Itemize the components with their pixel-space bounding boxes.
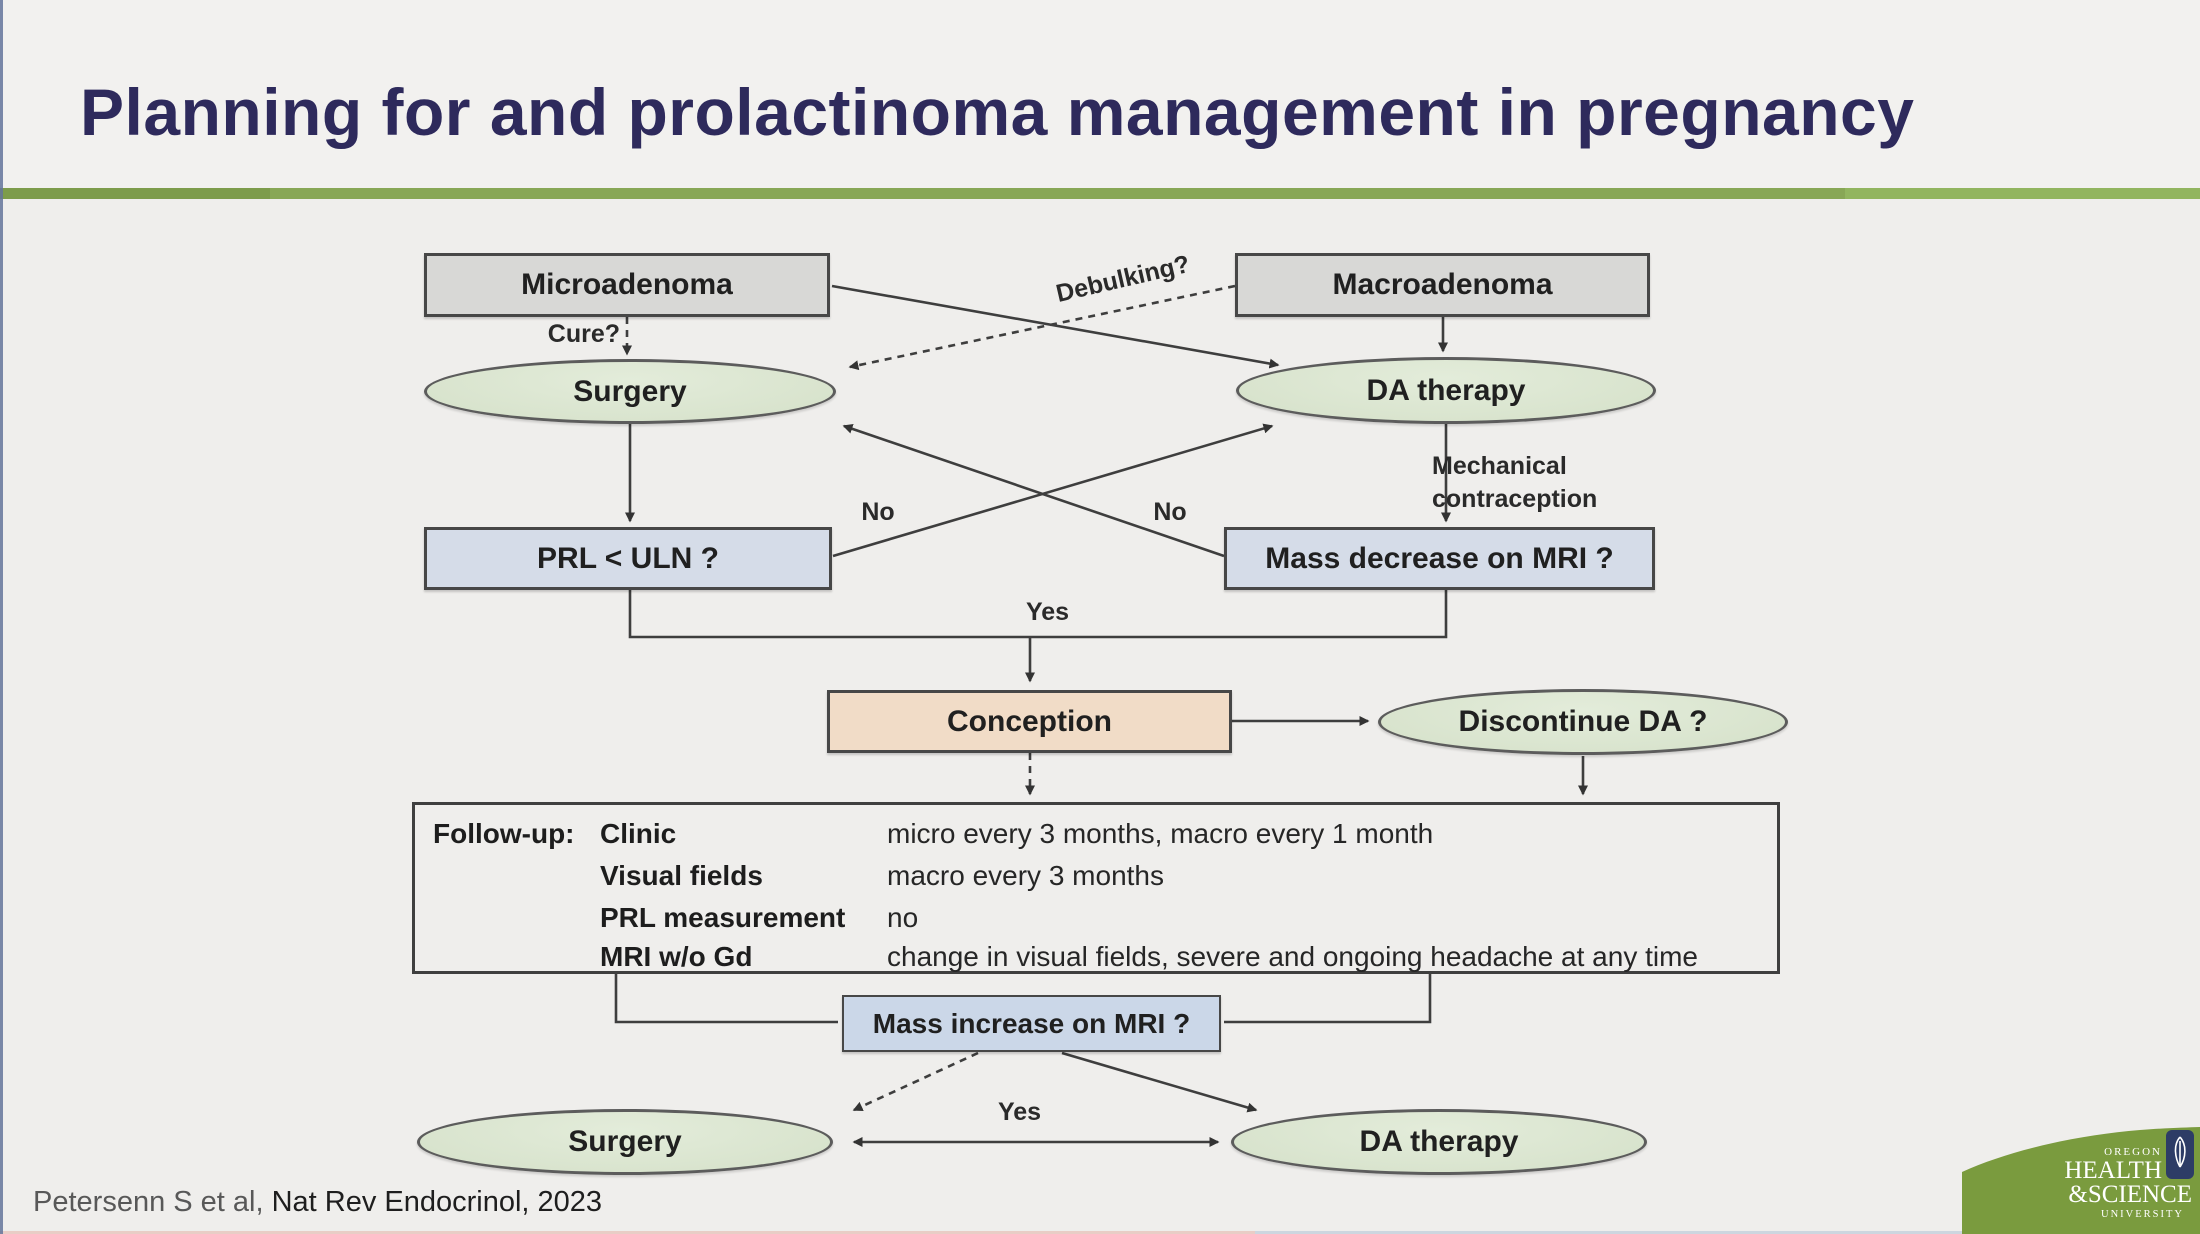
ohsu-text-oregon: OREGON <box>2104 1146 2162 1158</box>
edge-label-cure: Cure? <box>547 320 620 348</box>
edge-followup-to-massincrease-right <box>1224 974 1432 1024</box>
node-surgery-bottom: Surgery <box>417 1109 833 1175</box>
node-microadenoma: Microadenoma <box>424 253 830 317</box>
node-conception: Conception <box>827 690 1232 753</box>
node-prl-uln: PRL < ULN ? <box>424 527 832 590</box>
followup-row-label: MRI w/o Gd <box>600 941 753 972</box>
ohsu-text-health: HEALTH <box>2064 1157 2162 1184</box>
title-divider <box>0 188 2200 199</box>
followup-row-value: change in visual fields, severe and ongo… <box>887 941 1698 972</box>
followup-title: Follow-up: <box>433 818 575 849</box>
page-title: Planning for and prolactinoma management… <box>80 75 1915 149</box>
edge-yes-collector <box>628 590 1448 639</box>
left-edge-line <box>0 0 3 1234</box>
divider-segment-right <box>1845 188 2200 199</box>
bottom-edge-right <box>1255 1231 2200 1234</box>
edge-label-no-left: No <box>861 498 895 526</box>
ohsu-logo: OREGON HEALTH &SCIENCE UNIVERSITY <box>1962 1127 2200 1234</box>
divider-segment-left <box>0 188 270 199</box>
ohsu-logo-swoosh <box>1962 1127 2200 1234</box>
ohsu-text-science: &SCIENCE <box>2068 1181 2192 1208</box>
edge-prl-no-da <box>832 423 1274 558</box>
edge-followup-to-massincrease-left <box>614 974 838 1024</box>
edge-macro-debulking-surgery <box>848 284 1236 371</box>
edge-label-yes-top: Yes <box>1025 598 1070 626</box>
followup-row-label: Clinic <box>600 818 677 849</box>
edge-label-mechanical-2: contraception <box>1432 485 1598 513</box>
title-band <box>0 0 2200 188</box>
followup-row-label: PRL measurement <box>600 902 846 933</box>
followup-box: Follow-up: Clinic micro every 3 months, … <box>412 802 1780 974</box>
followup-row-value: no <box>887 902 919 933</box>
edge-massdecrease-no-surgery <box>842 424 1225 558</box>
followup-row-label: Visual fields <box>600 860 763 891</box>
node-mass-increase: Mass increase on MRI ? <box>842 995 1221 1052</box>
edge-massincrease-yes-surgery <box>852 1051 979 1112</box>
node-da-therapy-bottom: DA therapy <box>1231 1109 1647 1175</box>
followup-row-value: micro every 3 months, macro every 1 mont… <box>887 818 1434 849</box>
edge-micro-to-da <box>831 284 1280 369</box>
ohsu-leaf-icon <box>2174 1136 2186 1168</box>
edge-label-no-right: No <box>1153 498 1187 526</box>
node-da-therapy-top: DA therapy <box>1236 357 1656 424</box>
edge-massincrease-to-da <box>1061 1051 1258 1113</box>
node-surgery-top: Surgery <box>424 359 836 424</box>
citation-authors: Petersenn S et al, <box>33 1186 272 1218</box>
citation: Petersenn S et al, Nat Rev Endocrinol, 2… <box>33 1186 602 1219</box>
node-macroadenoma: Macroadenoma <box>1235 253 1650 317</box>
bottom-edge-left <box>0 1231 1255 1234</box>
citation-journal: Nat Rev Endocrinol, 2023 <box>271 1186 603 1218</box>
ohsu-text-university: UNIVERSITY <box>2101 1209 2184 1220</box>
edge-label-mechanical-1: Mechanical <box>1432 452 1567 480</box>
node-discontinue-da: Discontinue DA ? <box>1378 689 1788 755</box>
followup-row-value: macro every 3 months <box>887 860 1164 891</box>
edge-label-yes-bottom: Yes <box>997 1098 1042 1126</box>
node-mass-decrease: Mass decrease on MRI ? <box>1224 527 1655 590</box>
